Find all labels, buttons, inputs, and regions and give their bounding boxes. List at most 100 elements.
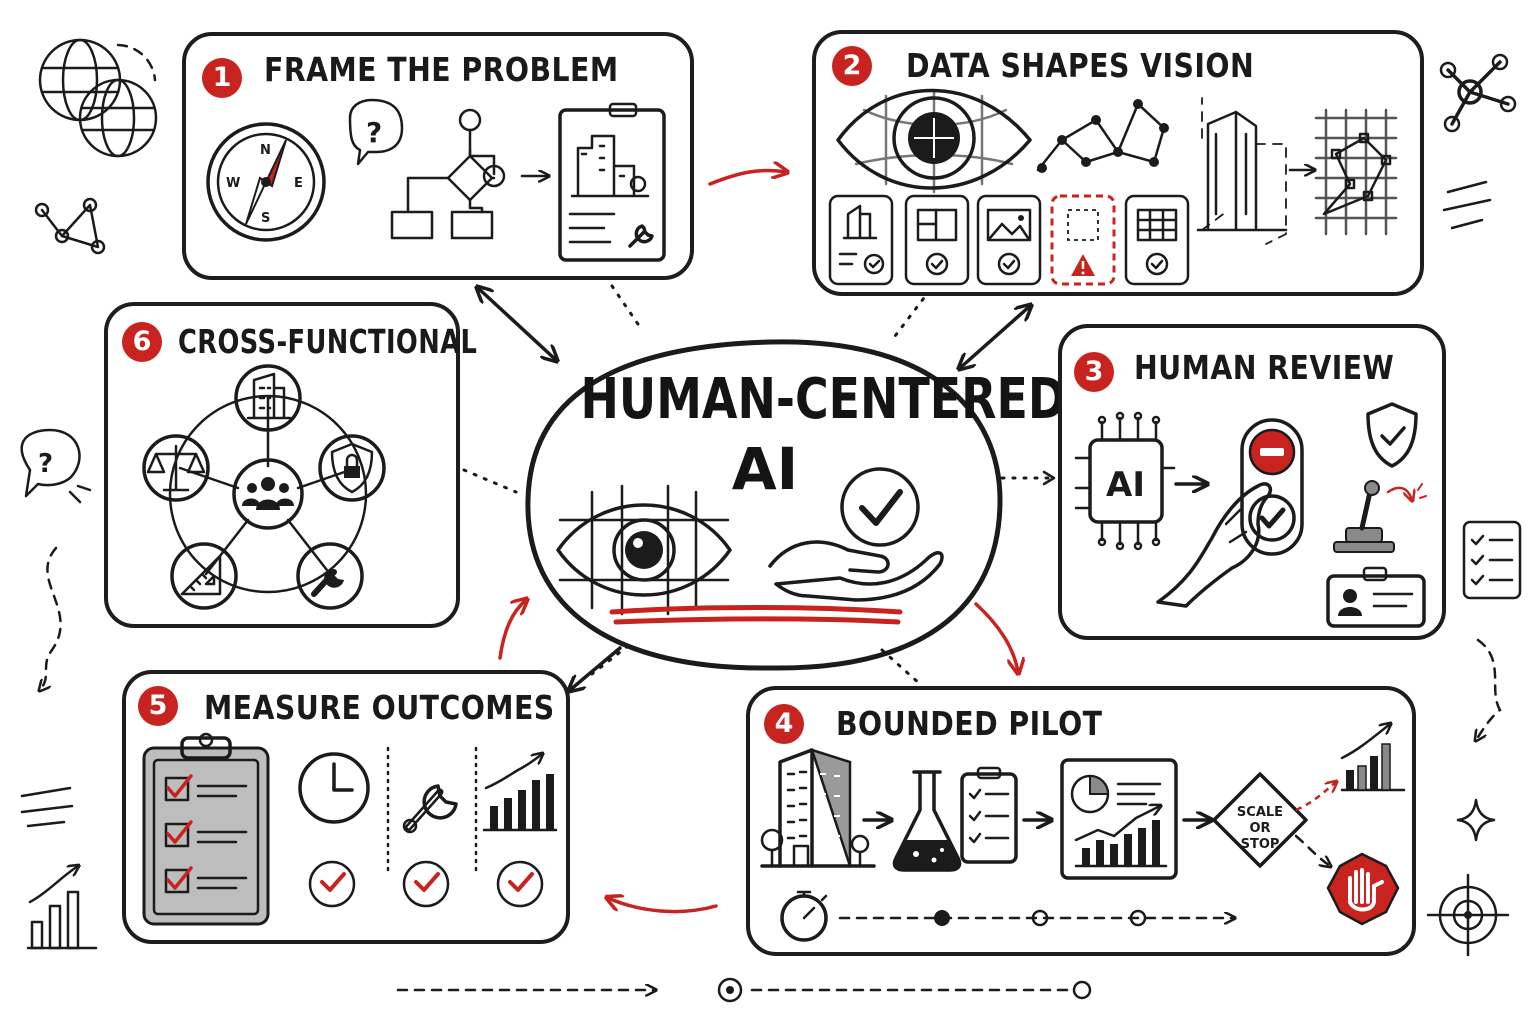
growth-chart-icon <box>26 866 98 950</box>
question-bubble-icon: ? <box>20 428 92 504</box>
shield-check-icon <box>1366 402 1418 468</box>
svg-text:N: N <box>260 143 271 158</box>
ai-chip-icon: AI <box>1074 411 1176 551</box>
step-4-title: BOUNDED PILOT <box>836 704 1103 743</box>
question-bubble-icon: ? <box>348 98 404 166</box>
svg-text:OR: OR <box>1249 821 1270 836</box>
step-3-title: HUMAN REVIEW <box>1134 348 1395 387</box>
hand-button-icon <box>1156 418 1304 608</box>
svg-text:E: E <box>294 176 303 191</box>
data-card-table-icon <box>1124 194 1190 286</box>
svg-text:STOP: STOP <box>1241 837 1280 852</box>
data-card-image-icon <box>976 194 1042 286</box>
checklist-icon <box>960 766 1018 864</box>
step-2-title: DATA SHAPES VISION <box>906 46 1255 85</box>
flow-arrow-3-4 <box>974 602 1018 672</box>
center-title-line2: AI <box>731 435 799 503</box>
target-icon <box>1426 873 1510 957</box>
clock-icon <box>298 752 370 824</box>
network-graph-icon <box>34 197 106 255</box>
center-hub-outline <box>525 339 1003 671</box>
grid-map-icon <box>1314 108 1398 236</box>
svg-text:SCALE: SCALE <box>1237 805 1283 820</box>
step-1-number: 1 <box>202 58 242 98</box>
center-title-line1: HUMAN-CENTERED <box>580 367 1066 432</box>
dashed-arrow <box>40 546 62 690</box>
flow-arrow-5-6 <box>498 600 526 660</box>
step-1-card: 1 FRAME THE PROBLEM N S E W ? <box>182 32 694 280</box>
clipboard-checklist-icon <box>142 732 270 926</box>
svg-text:?: ? <box>366 116 382 149</box>
id-badge-icon <box>1326 566 1426 628</box>
check-circle-icon <box>308 860 544 908</box>
step-5-number: 5 <box>138 686 178 726</box>
stop-hand-sign-icon <box>1326 852 1400 926</box>
step-6-card: 6 CROSS-FUNCTIONAL <box>104 302 477 628</box>
wrench-icon <box>628 224 654 248</box>
step-4-illustration: SCALE OR STOP <box>760 690 1406 942</box>
team-icon <box>232 458 304 530</box>
building-brief-icon <box>558 102 666 262</box>
step-2-card: 2 DATA SHAPES VISION <box>812 30 1424 296</box>
office-building-icon <box>760 748 876 868</box>
timeline-icon <box>838 909 1234 927</box>
ruler-triangle-icon <box>170 542 238 610</box>
step-1-illustration: N S E W ? <box>206 98 666 262</box>
svg-text:S: S <box>261 211 270 226</box>
flowchart-icon <box>390 108 506 240</box>
growth-chart-icon <box>1340 724 1406 792</box>
eye-target-icon <box>556 484 732 616</box>
approve-button-icon <box>1248 494 1296 542</box>
data-card-missing-warning-icon <box>1050 194 1116 286</box>
flow-arrow-4-5 <box>608 898 718 914</box>
wrench-icon <box>296 542 364 610</box>
step-4-number: 4 <box>764 704 804 744</box>
data-card-floorplan-icon <box>904 194 970 286</box>
step-3-number: 3 <box>1074 352 1114 392</box>
hand-check-icon <box>768 467 944 602</box>
checklist-icon <box>1462 520 1522 600</box>
step-2-number: 2 <box>832 46 872 86</box>
step-4-card: 4 BOUNDED PILOT <box>746 686 1416 956</box>
dashboard-chart-icon <box>1060 758 1178 880</box>
step-6-title: CROSS-FUNCTIONAL <box>178 322 478 361</box>
speed-lines-icon <box>20 786 74 828</box>
svg-text:W: W <box>226 176 240 191</box>
step-5-card: 5 MEASURE OUTCOMES <box>122 670 570 944</box>
connector-arrow <box>478 288 556 360</box>
building-wireframe-icon <box>1196 97 1288 245</box>
flask-icon <box>892 770 962 872</box>
step-5-illustration <box>142 732 558 926</box>
svg-text:AI: AI <box>1106 465 1145 505</box>
step-5-title: MEASURE OUTCOMES <box>204 688 555 727</box>
scale-or-stop-sign-icon: SCALE OR STOP <box>1212 772 1308 868</box>
svg-text:?: ? <box>38 449 53 479</box>
data-card-building-icon <box>828 194 894 286</box>
step-2-illustration <box>828 88 1398 286</box>
step-3-card: 3 HUMAN REVIEW AI <box>1058 324 1446 640</box>
stopwatch-icon <box>780 890 828 942</box>
shield-lock-icon <box>318 434 386 502</box>
network-graph-icon <box>1036 99 1169 173</box>
speed-lines-icon <box>1442 180 1492 230</box>
compass-icon: N S E W <box>206 122 326 242</box>
wrench-icon <box>402 784 458 834</box>
flow-arrow-1-2 <box>708 171 786 186</box>
scales-justice-icon <box>142 434 210 502</box>
eye-grid-icon <box>836 88 1032 194</box>
step-6-number: 6 <box>122 322 162 362</box>
building-icon <box>234 364 302 432</box>
step-1-title: FRAME THE PROBLEM <box>264 50 619 89</box>
connector-arrow <box>960 306 1030 368</box>
underline-accent <box>609 605 903 625</box>
bar-chart-up-icon <box>482 754 558 832</box>
step-3-illustration: AI <box>1074 402 1427 628</box>
dashed-arrow <box>1476 638 1502 740</box>
connector-arrow <box>570 646 622 690</box>
sparkle-icon <box>1456 798 1496 842</box>
joystick-lever-icon <box>1333 480 1427 553</box>
stop-button-icon <box>1248 428 1296 476</box>
globe-icon <box>38 38 158 158</box>
